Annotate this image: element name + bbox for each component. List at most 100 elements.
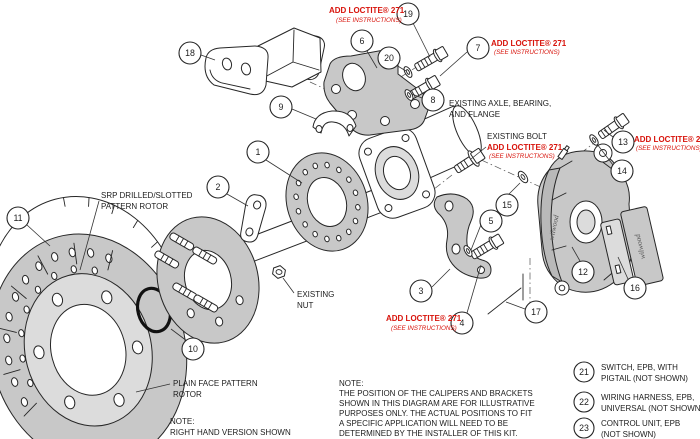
svg-text:20: 20 — [384, 53, 394, 63]
svg-text:7: 7 — [476, 43, 481, 53]
callout-7: 7 — [466, 36, 490, 60]
callout-9: 9 — [269, 95, 293, 119]
loctite-annotation-right-upper: ADD LOCTITE® 271 (SEE INSTRUCTIONS) — [491, 39, 567, 56]
svg-text:ADD LOCTITE® 271: ADD LOCTITE® 271 — [487, 143, 563, 152]
washer-5 — [463, 245, 473, 257]
callout-5: 5 — [479, 209, 503, 233]
svg-text:ADD LOCTITE® 271: ADD LOCTITE® 271 — [386, 314, 462, 323]
svg-text:(SEE INSTRUCTIONS): (SEE INSTRUCTIONS) — [489, 153, 555, 160]
svg-text:16: 16 — [630, 283, 640, 293]
svg-text:PURPOSES ONLY. THE ACTUAL POS: PURPOSES ONLY. THE ACTUAL POSITIONS TO F… — [339, 409, 532, 418]
caliper-top-lug — [593, 143, 613, 163]
callout-12: 12 — [571, 260, 595, 284]
svg-text:(SEE INSTRUCTIONS): (SEE INSTRUCTIONS) — [391, 325, 457, 332]
svg-text:22: 22 — [579, 397, 589, 407]
label-right-hand-note: NOTE: RIGHT HAND VERSION SHOWN — [170, 417, 291, 437]
callout-17: 17 — [524, 300, 548, 324]
callout-10: 10 — [181, 337, 205, 361]
callout-1: 1 — [246, 140, 270, 164]
callout-20: 20 — [377, 46, 401, 70]
svg-text:RIGHT HAND VERSION SHOWN: RIGHT HAND VERSION SHOWN — [170, 428, 291, 437]
callout-3: 3 — [409, 279, 433, 303]
rotor-adapter-ring — [285, 152, 369, 252]
svg-text:PLAIN FACE PATTERN: PLAIN FACE PATTERN — [173, 379, 258, 388]
svg-text:SRP DRILLED/SLOTTED: SRP DRILLED/SLOTTED — [101, 191, 193, 200]
callout-14: 14 — [610, 159, 634, 183]
rotor-drill-holes-outer — [3, 247, 113, 407]
svg-text:17: 17 — [531, 307, 541, 317]
svg-text:EXISTING: EXISTING — [297, 290, 334, 299]
svg-text:11: 11 — [13, 213, 22, 223]
svg-text:THE POSITION OF THE CALIPERS A: THE POSITION OF THE CALIPERS AND BRACKET… — [339, 389, 533, 398]
svg-text:(SEE INSTRUCTIONS): (SEE INSTRUCTIONS) — [494, 49, 560, 56]
svg-text:8: 8 — [431, 95, 436, 105]
rotor-center-bore — [50, 303, 127, 396]
spacer-bracket — [312, 110, 357, 137]
legend-item-23: 23 CONTROL UNIT, EPB (NOT SHOWN) — [573, 417, 680, 439]
wheel-stud — [193, 294, 219, 313]
svg-text:CONTROL UNIT, EPB: CONTROL UNIT, EPB — [601, 419, 680, 428]
bearing-retainer-flange — [358, 127, 436, 219]
bolt-19 — [414, 46, 449, 72]
washer-20 — [403, 66, 413, 78]
svg-text:1: 1 — [256, 147, 261, 157]
bolt-4 — [470, 233, 505, 260]
hub-flange — [154, 216, 260, 344]
legend-item-22: 22 WIRING HARNESS, EPB, UNIVERSAL (NOT S… — [573, 391, 700, 413]
loctite-annotation-bottom: ADD LOCTITE® 271 (SEE INSTRUCTIONS) — [386, 314, 462, 332]
existing-bolt — [454, 147, 486, 174]
wheel-stud — [169, 232, 195, 251]
label-existing-nut: EXISTING NUT — [297, 290, 334, 310]
callout-18: 18 — [178, 41, 202, 65]
callout-8: 8 — [421, 88, 445, 112]
callouts: 1 2 3 4 5 6 7 8 9 10 11 12 13 14 15 16 1… — [6, 2, 647, 361]
callout-4: 4 — [450, 311, 474, 335]
svg-text:ADD LOCTITE® 271: ADD LOCTITE® 271 — [491, 39, 567, 48]
adapter-ring-holes — [293, 161, 361, 243]
rotor-drill-holes-inner — [18, 265, 98, 388]
svg-text:ADD LOCTITE® 271: ADD LOCTITE® 271 — [329, 6, 405, 15]
bolt-13 — [597, 113, 630, 139]
existing-nut — [272, 265, 286, 279]
callout-11: 11 — [6, 206, 30, 230]
washer-15 — [517, 170, 529, 184]
callout-13: 13 — [611, 130, 635, 154]
caliper-bottom-lug — [554, 280, 570, 296]
note-main: NOTE: THE POSITION OF THE CALIPERS AND B… — [339, 379, 535, 438]
legend-item-21: 21 SWITCH, EPB, WITH PIGTAIL (NOT SHOWN) — [573, 361, 688, 383]
svg-text:SHOWN IN THIS DIAGRAM ARE FOR: SHOWN IN THIS DIAGRAM ARE FOR ILLUSTRATI… — [339, 399, 535, 408]
rotor — [0, 196, 188, 439]
svg-text:6: 6 — [360, 36, 365, 46]
svg-text:5: 5 — [489, 216, 494, 226]
callout-19: 19 — [396, 2, 420, 26]
parking-brake-bracket-small — [240, 194, 267, 243]
callout-2: 2 — [206, 175, 230, 199]
brake-pads: wilwood — [600, 206, 664, 287]
callout-6: 6 — [350, 29, 374, 53]
epb-motor — [204, 27, 326, 96]
svg-text:ROTOR: ROTOR — [173, 390, 202, 399]
svg-text:AND FLANGE: AND FLANGE — [449, 110, 500, 119]
svg-text:PATTERN ROTOR: PATTERN ROTOR — [101, 202, 168, 211]
svg-text:A SPECIFIC APPLICATION WILL NE: A SPECIFIC APPLICATION WILL NEED TO BE — [339, 419, 508, 428]
svg-text:SWITCH, EPB, WITH: SWITCH, EPB, WITH — [601, 363, 678, 372]
svg-text:14: 14 — [617, 166, 627, 176]
svg-text:NOTE:: NOTE: — [170, 417, 194, 426]
leader-lines — [26, 22, 629, 393]
label-plain-rotor: PLAIN FACE PATTERN ROTOR — [173, 379, 258, 399]
svg-text:WIRING HARNESS, EPB,: WIRING HARNESS, EPB, — [601, 393, 694, 402]
caliper-mount-bracket — [323, 49, 429, 136]
svg-text:12: 12 — [578, 267, 588, 277]
bracket-arm — [433, 193, 492, 279]
svg-text:3: 3 — [419, 286, 424, 296]
svg-text:2: 2 — [216, 182, 221, 192]
svg-text:18: 18 — [185, 48, 195, 58]
svg-text:EXISTING AXLE, BEARING,: EXISTING AXLE, BEARING, — [449, 99, 551, 108]
svg-text:PIGTAIL (NOT SHOWN): PIGTAIL (NOT SHOWN) — [601, 374, 688, 383]
svg-text:15: 15 — [502, 200, 512, 210]
wheel-stud — [154, 250, 180, 269]
svg-text:9: 9 — [279, 102, 284, 112]
label-existing-bolt: EXISTING BOLT ADD LOCTITE® 271 (SEE INST… — [487, 132, 563, 160]
